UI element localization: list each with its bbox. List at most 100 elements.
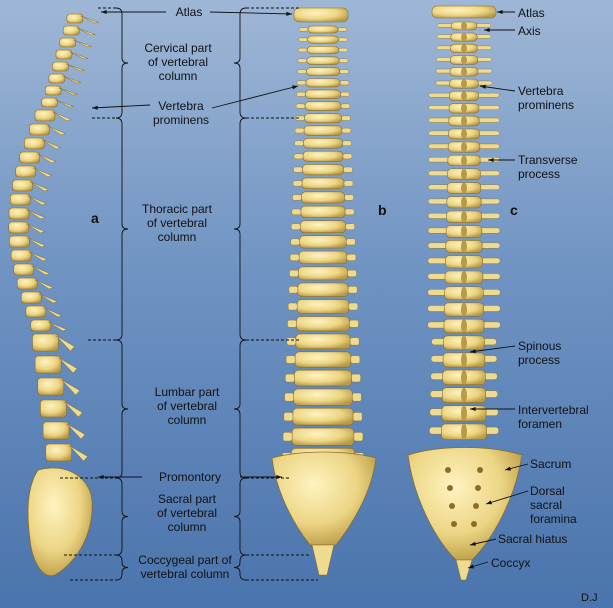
transverse-process [295,115,305,121]
dorsal-sacral-foramen [451,521,457,527]
transverse-process [340,91,350,97]
arrowhead [488,157,494,163]
spinous-process [47,125,67,136]
vertebral-body [291,427,355,446]
arrowhead [497,9,503,15]
spinous-process [461,286,467,300]
sacrum-anterior [271,451,377,546]
transverse-process [343,180,354,187]
leader-line [485,490,529,505]
atlas-anterior [293,7,349,23]
transverse-process [295,103,306,109]
transverse-process [353,432,364,442]
vertebral-body [16,277,38,290]
spinous-process [461,271,467,284]
transverse-process [287,302,298,311]
leader-line [469,345,516,353]
spinous-process [27,237,47,248]
anterior-view-spine [271,7,377,576]
label-sacrum: Sacrum [530,457,572,471]
bracket [115,7,129,119]
transverse-process [341,115,351,121]
spinous-process [59,87,78,96]
transverse-process [284,392,294,402]
arrowhead [92,105,98,110]
bracket [115,477,129,556]
spinous-process [48,321,68,332]
vertebral-body [13,263,35,276]
spinous-process [61,379,81,396]
vertebral-body [59,37,76,48]
transverse-process [296,80,307,86]
spinous-process [461,196,467,208]
transverse-process [293,153,304,160]
transverse-process [339,69,349,74]
vertebral-body [296,316,350,332]
transverse-process [348,302,359,311]
vertebral-body [55,49,73,60]
arrowhead [470,541,476,546]
vertebral-body [52,61,69,72]
arrowhead [276,474,282,480]
transverse-process [339,80,350,86]
leader-line [91,104,151,109]
spinous-process [42,139,62,150]
transverse-process [289,269,299,277]
spinous-process [52,111,72,122]
vertebral-body [45,443,72,462]
vertebral-body [48,73,66,84]
bracket [233,7,247,119]
bracket [233,477,247,556]
vertebral-body [9,193,31,206]
vertebral-body [303,125,343,136]
spinous-process [66,63,85,72]
view-letter-c: c [510,202,518,218]
lateral-view-spine [8,13,99,577]
vertebral-body [304,101,342,111]
transverse-process [292,194,302,201]
spinous-process [77,27,96,36]
vertebral-body [302,164,344,176]
vertebral-body [62,25,80,36]
vertebral-body [8,207,30,220]
spinous-process [461,319,467,333]
spinous-process [461,352,467,368]
spinous-process [43,307,63,318]
transverse-process [293,166,303,173]
spinous-process [37,153,57,164]
vertebral-body [306,56,340,65]
transverse-process [346,238,356,246]
arrowhead [470,406,476,412]
spinous-process [461,141,467,153]
vertebral-body [8,221,29,234]
vertebral-body [29,123,50,136]
label-atlas-center: Atlas [175,5,203,19]
label-sacral-hiatus: Sacral hiatus [498,532,568,546]
transverse-process [349,319,359,328]
transverse-process [286,337,297,346]
transverse-process [297,47,308,53]
vertebral-body [298,250,348,265]
arrowhead [286,11,292,16]
transverse-process [344,194,354,201]
spinous-process [31,265,51,276]
spinous-process [461,387,467,403]
spinous-process [461,155,467,166]
dorsal-sacral-foramen [473,503,479,509]
transverse-process [339,58,349,63]
transverse-process [297,58,307,63]
spinous-process [461,79,467,89]
transverse-process [351,373,361,383]
transverse-process [342,140,352,146]
transverse-process [289,254,300,261]
transverse-process [290,238,300,246]
transverse-process [349,337,360,346]
transverse-process [352,392,362,402]
vertebral-body [305,89,341,99]
